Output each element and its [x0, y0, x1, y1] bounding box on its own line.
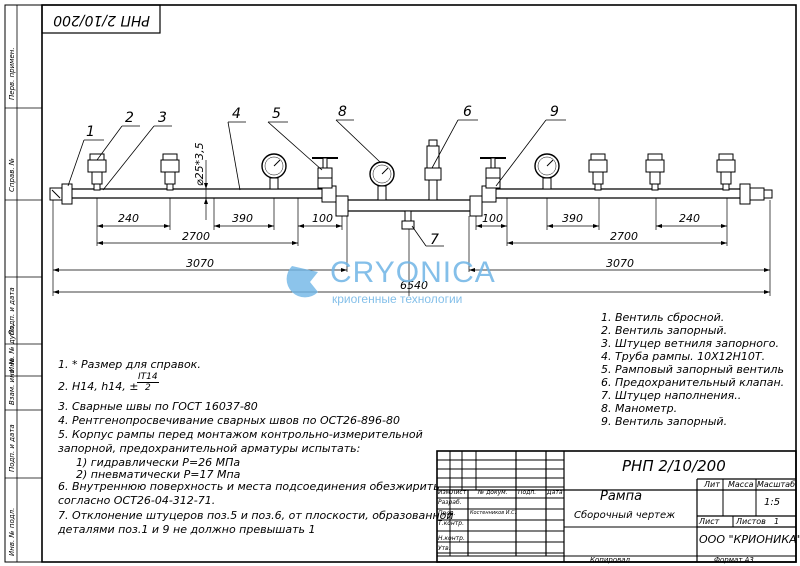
tb-copied: Копировал — [590, 556, 630, 564]
dim-total-6540: 6540 — [400, 279, 428, 292]
tb-lit: Лит — [704, 480, 720, 489]
watermark-name: CRYONICA — [330, 256, 496, 289]
tb-organization: ООО "КРИОНИКА" — [699, 533, 800, 546]
watermark-logo-icon — [286, 266, 318, 298]
shutoff-valve-left-b — [160, 153, 180, 191]
tb-mass: Масса — [728, 480, 754, 489]
stamp-box — [41, 4, 161, 34]
tb-row-razrab: Разраб. — [438, 499, 462, 506]
end-valve-left — [49, 183, 73, 205]
note-1: 1. * Размер для справок. — [58, 358, 201, 371]
tb-row-tkontr: Т.контр. — [438, 520, 465, 527]
part-8: 8. Манометр. — [601, 402, 678, 415]
shutoff-valve-right-a — [588, 153, 608, 191]
dimension-arrows — [53, 183, 770, 294]
note-5-b: 2) пневматически P=17 Мпа — [76, 468, 241, 481]
dim-right-390: 390 — [562, 212, 583, 225]
manometer-8 — [369, 161, 395, 201]
dim-left-3070: 3070 — [186, 257, 214, 270]
tb-row-prov: Пров. — [438, 510, 456, 517]
part-3: 3. Штуцер ветниля запорного. — [601, 337, 779, 350]
note-7: 7. Отклонение штуцеров поз.5 и поз.6, от… — [58, 509, 454, 522]
tb-col-izm: Изм. — [438, 489, 453, 496]
callout-2: 2 — [125, 110, 134, 126]
part-6: 6. Предохранительный клапан. — [601, 376, 785, 389]
tb-sheets-count: 1 — [774, 517, 780, 526]
callout-3: 3 — [158, 110, 167, 126]
shutoff-valve-right-c — [716, 153, 736, 191]
part-4: 4. Труба рампы. 10Х12Н10Т. — [601, 350, 766, 363]
side-label-podp-data-2: Подп. и дата — [8, 424, 16, 472]
fraction-numerator: IT14 — [137, 372, 159, 383]
tb-doc-code: РНП 2/10/200 — [622, 457, 726, 475]
note-2: 2. H14, h14, ± — [58, 380, 139, 393]
note-4: 4. Рентгенопросвечивание сварных швов по… — [58, 414, 400, 427]
shutoff-valve-right-b — [645, 153, 665, 191]
leader-lines — [67, 119, 566, 247]
tb-col-podp: Подп. — [518, 489, 537, 496]
callout-8: 8 — [338, 104, 347, 120]
note-5-a: 1) гидравлически P=26 МПа — [76, 456, 241, 469]
tb-name: Рампа — [600, 489, 643, 504]
note-5: 5. Корпус рампы перед монтажом контрольн… — [58, 428, 423, 441]
note-5-cont: запорной, предохранительной арматуры исп… — [58, 442, 361, 455]
callout-1: 1 — [86, 124, 95, 140]
dim-right-3070: 3070 — [606, 257, 634, 270]
dim-left-100: 100 — [312, 212, 333, 225]
callout-4: 4 — [232, 106, 241, 122]
stamp-code: РНП 2/10/200 — [53, 12, 150, 28]
side-label-perv-primen: Перв. примен. — [8, 47, 16, 100]
tb-row-utv: Утв. — [438, 545, 451, 552]
dim-right-240: 240 — [679, 212, 700, 225]
safety-valve-6 — [424, 139, 442, 201]
tb-row-nkontr: Н.контр. — [438, 535, 465, 542]
callout-7: 7 — [430, 232, 439, 248]
note-6: 6. Внутреннюю поверхность и места подсое… — [58, 480, 440, 493]
side-label-inv-podl: Инв. № подл. — [8, 507, 16, 556]
end-valve-right — [739, 183, 773, 205]
part-5: 5. Рамповый запорный вентиль — [601, 363, 784, 376]
tb-scale-header: Масштаб — [757, 480, 796, 489]
manometer-right — [534, 153, 560, 190]
dim-right-100: 100 — [482, 212, 503, 225]
tb-col-data: Дата — [547, 489, 563, 496]
tb-col-doc: № докум. — [478, 489, 508, 496]
ramp-valve-9 — [480, 157, 506, 189]
watermark-subtitle: криогенные технологии — [332, 292, 463, 306]
note-6-cont: согласно ОСТ26-04-312-71. — [58, 494, 216, 507]
tb-sheet: Лист — [699, 517, 720, 526]
tb-col-list: Лист — [451, 489, 467, 496]
side-strip — [4, 4, 43, 563]
side-label-vzam-inv: Взам. инв. № — [8, 357, 16, 405]
dimension-lines — [52, 160, 771, 296]
tb-scale: 1:5 — [764, 497, 781, 508]
dim-left-390: 390 — [232, 212, 253, 225]
tb-subname: Сборочный чертеж — [574, 510, 676, 521]
callout-5: 5 — [272, 106, 281, 122]
manometer-left — [261, 153, 287, 190]
callout-6: 6 — [463, 104, 472, 120]
note-2-fraction: IT14 2 — [137, 372, 159, 393]
note-7-cont: деталями поз.1 и 9 не должно превышать 1 — [58, 523, 316, 536]
tb-sheets: Листов — [736, 517, 766, 526]
callout-9: 9 — [550, 104, 559, 120]
tb-format: Формат А3 — [714, 556, 754, 564]
dim-left-240: 240 — [118, 212, 139, 225]
ramp-valve-5 — [312, 157, 338, 189]
part-9: 9. Вентиль запорный. — [601, 415, 728, 428]
side-label-sprav: Справ. № — [8, 157, 16, 192]
part-7: 7. Штуцер наполнения.. — [601, 389, 742, 402]
dim-left-2700: 2700 — [182, 230, 210, 243]
title-block-grid — [436, 450, 797, 563]
part-2: 2. Вентиль запорный. — [601, 324, 728, 337]
dim-pipe-diameter: ⌀25*3,5 — [193, 142, 206, 186]
tb-prov-name: Костенников И.С. — [470, 510, 517, 516]
part-1: 1. Вентиль сбросной. — [601, 311, 725, 324]
fraction-denominator: 2 — [144, 383, 151, 393]
filling-fitting-7 — [401, 210, 415, 230]
note-3: 3. Сварные швы по ГОСТ 16037-80 — [58, 400, 258, 413]
dim-right-2700: 2700 — [610, 230, 638, 243]
